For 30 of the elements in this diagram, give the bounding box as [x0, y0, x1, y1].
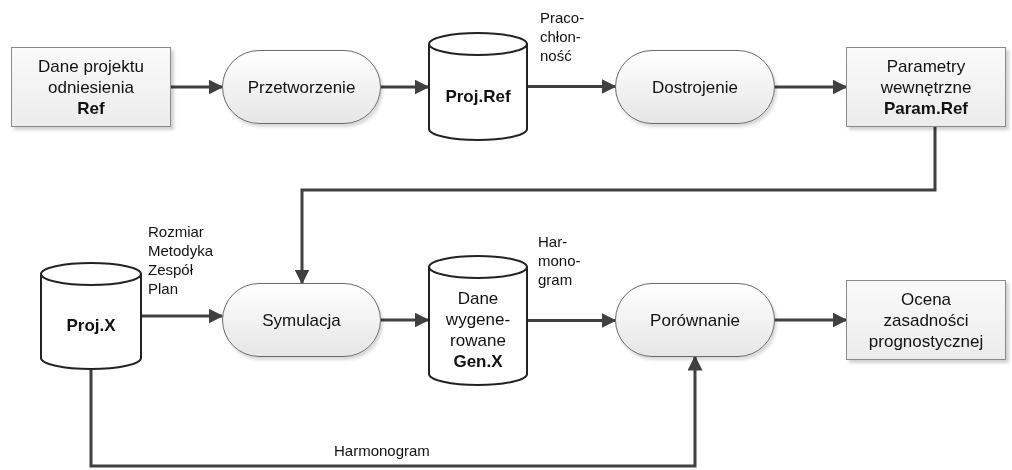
- node-label: Gen.X: [453, 351, 503, 373]
- node-label: Dane wygene-rowane: [444, 288, 512, 352]
- node-label: Dostrojenie: [652, 76, 738, 98]
- node-label: Proj.X: [66, 315, 116, 337]
- process-box: [11, 47, 171, 127]
- arrow: [142, 308, 224, 324]
- process-box: [846, 47, 1006, 127]
- arrow: [171, 79, 224, 95]
- process-pill: [615, 50, 775, 124]
- node-label: Przetworzenie: [247, 76, 356, 98]
- arrow: [528, 313, 617, 328]
- node-label: Symulacja: [262, 309, 341, 331]
- node-label: Porównanie: [650, 309, 740, 331]
- process-pill: [222, 283, 381, 357]
- node-label: Ocena zasadności prognostycznej: [867, 288, 985, 352]
- arrow: [89, 355, 703, 468]
- node-label: Proj.Ref: [445, 85, 511, 107]
- arrow: [775, 79, 848, 95]
- node-label: Parametry wewnętrzne: [879, 55, 973, 98]
- node-label: Dane projektu odniesienia: [37, 55, 145, 98]
- arrow: [381, 312, 430, 328]
- process-pill: [222, 50, 381, 124]
- process-box: [846, 280, 1006, 360]
- arrow: [294, 127, 937, 285]
- arrow: [775, 312, 848, 328]
- node-label: Ref: [77, 97, 105, 119]
- arrow: [528, 79, 617, 94]
- node-label: Param.Ref: [883, 97, 969, 119]
- process-pill: [615, 283, 775, 357]
- arrow: [381, 79, 430, 95]
